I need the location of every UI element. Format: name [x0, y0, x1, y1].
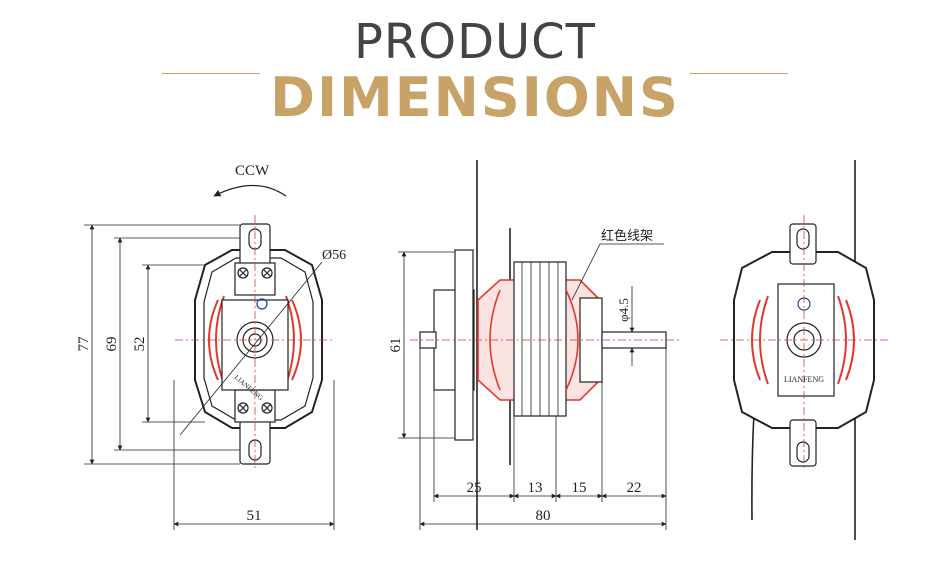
dim-80-label: 80 [536, 508, 551, 524]
rear-bottom-tab [789, 419, 817, 467]
side-view [398, 160, 680, 530]
dim-22-label: 22 [627, 480, 642, 496]
rear-top-tab [789, 223, 817, 265]
rear-brand-text: LIANFENG [784, 375, 824, 384]
front-screw-4 [261, 402, 273, 414]
title-rule-right [690, 73, 788, 74]
ccw-arrow [213, 185, 287, 197]
front-coil-right [291, 299, 302, 381]
dim-13-label: 13 [528, 480, 543, 496]
front-logo-icon [256, 298, 268, 310]
bracket-label: 红色线架 [601, 228, 653, 243]
front-view [84, 185, 335, 530]
rotation-label: CCW [235, 163, 270, 179]
front-screw-1 [237, 267, 249, 279]
diameter-label: Ø56 [322, 248, 346, 263]
title-product: PRODUCT [353, 14, 596, 70]
dim-77-label: 77 [76, 336, 92, 352]
dim-25-label: 25 [467, 480, 482, 496]
dim-61-label: 61 [388, 338, 404, 353]
title-rule-left [162, 73, 260, 74]
dim-52-label: 52 [132, 337, 148, 352]
dim-51-label: 51 [247, 508, 262, 524]
rear-view [720, 160, 890, 540]
front-housing [194, 249, 323, 429]
dim-15-label: 15 [572, 480, 587, 496]
front-screw-3 [237, 402, 249, 414]
title-dimensions: DIMENSIONS [270, 66, 680, 129]
shaft-diameter-label: φ4.5 [616, 298, 631, 322]
front-screw-2 [261, 267, 273, 279]
dim-69-label: 69 [104, 337, 120, 352]
front-housing-inner [203, 257, 314, 421]
